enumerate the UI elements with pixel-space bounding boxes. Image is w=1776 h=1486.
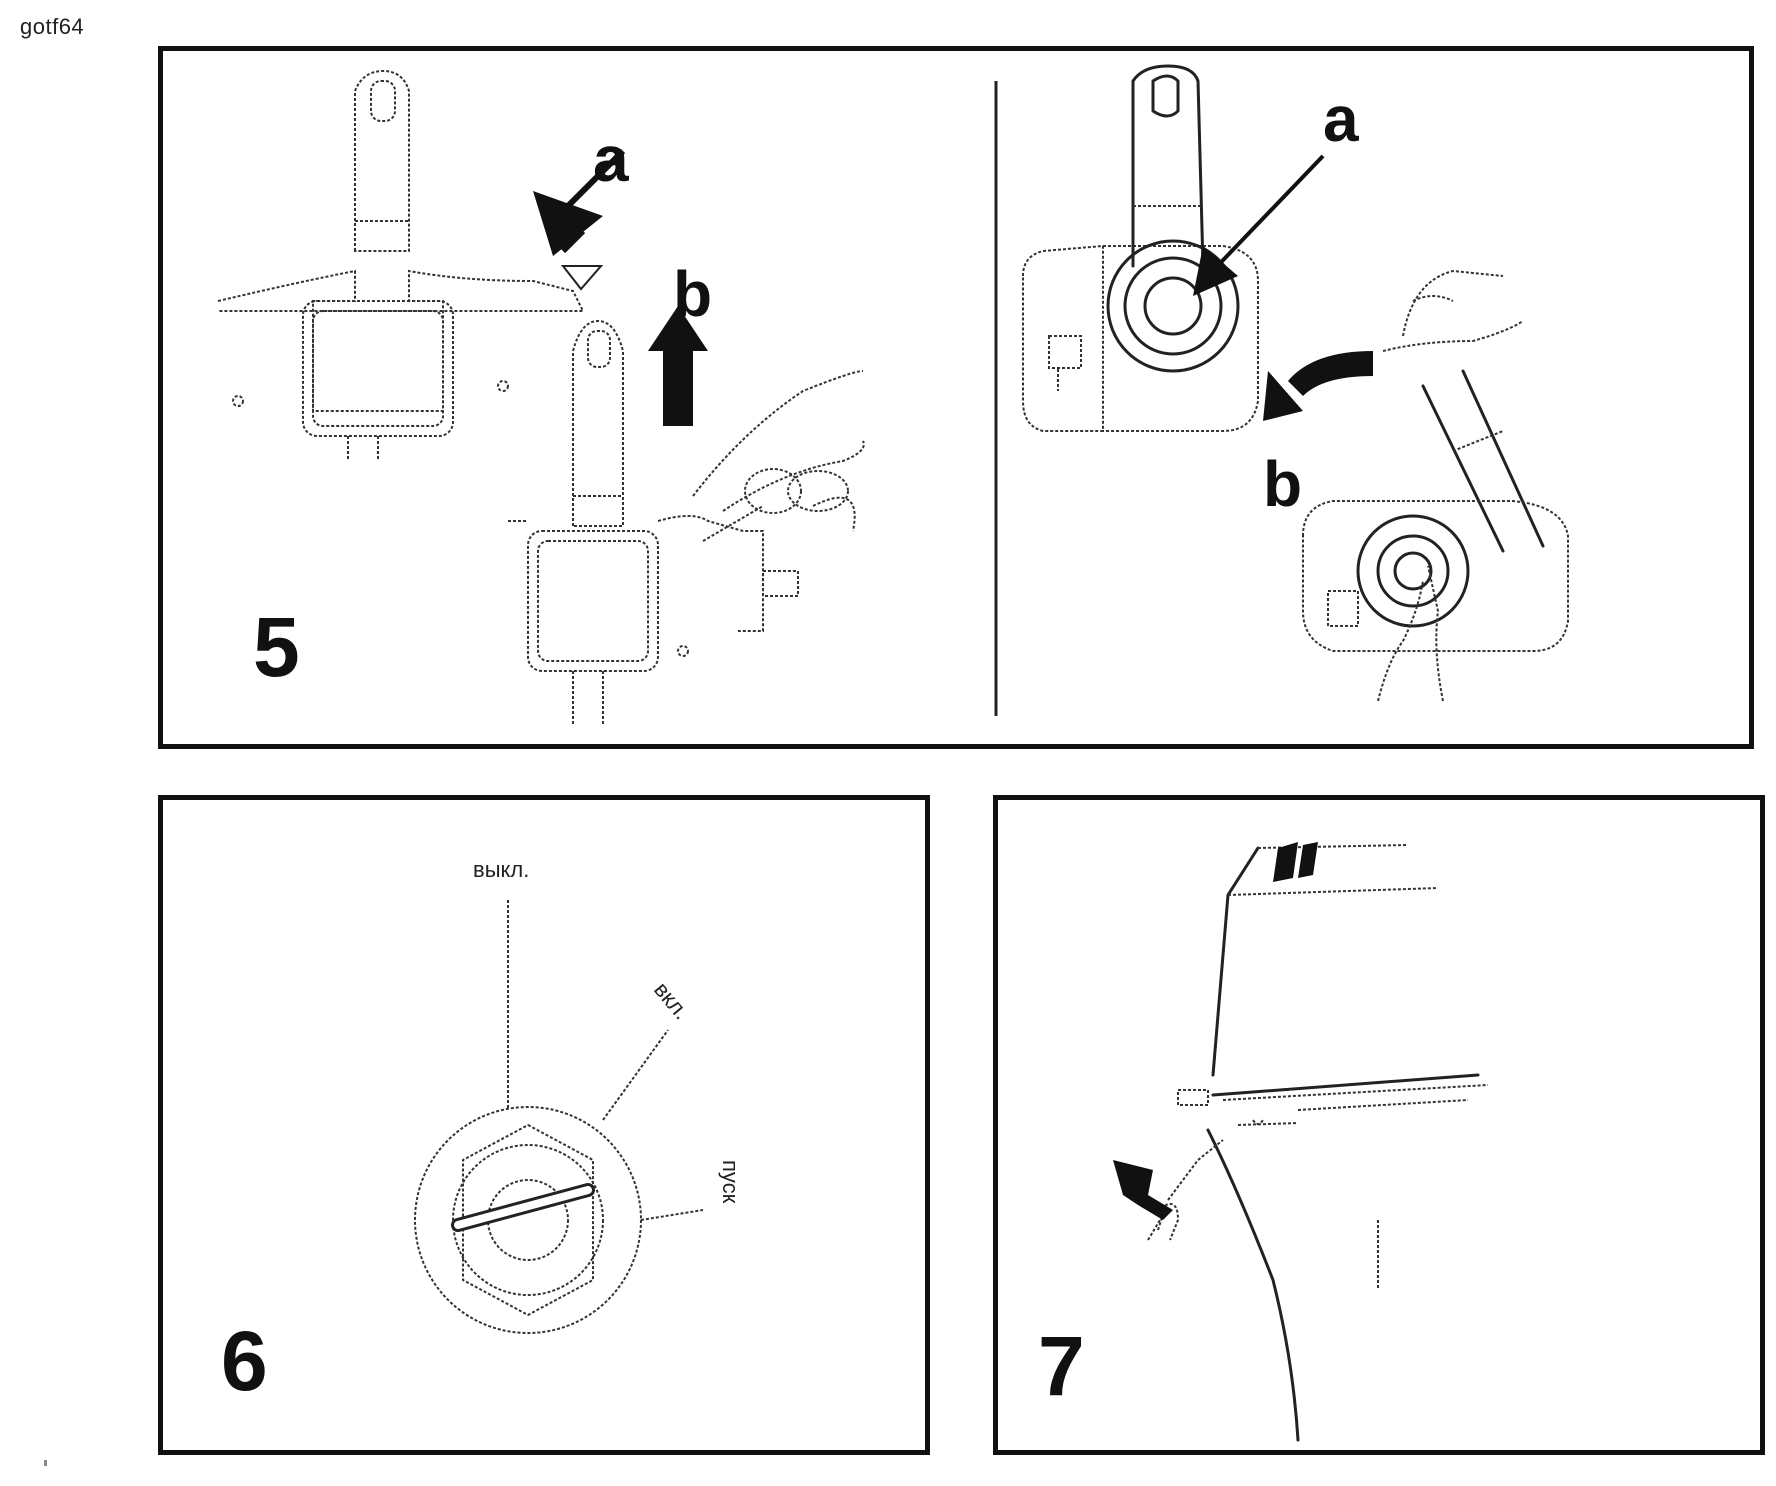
figure-5-panel: a b 5	[158, 46, 1754, 749]
leader-line	[602, 1029, 669, 1121]
ignition-switch-icon	[414, 1106, 642, 1334]
callout-b: b	[673, 258, 712, 330]
arrow-icon	[1113, 1160, 1173, 1220]
arrow-icon	[1263, 351, 1373, 421]
figure-6-illustration: выкл. вкл. пуск 6	[221, 857, 743, 1408]
switch-position-start: пуск	[718, 1160, 743, 1204]
arrow-icon	[533, 148, 626, 256]
hand-icon	[1377, 269, 1524, 702]
figure-number: 7	[1038, 1319, 1085, 1413]
switch-position-off: выкл.	[473, 857, 529, 882]
arrow-icon	[1193, 154, 1325, 296]
hand-icon	[692, 370, 865, 542]
scan-mark	[44, 1460, 47, 1466]
figure-5-illustration: a b 5	[217, 64, 1569, 726]
throttle-lever-icon	[1022, 64, 1259, 432]
figure-7-panel: 7	[993, 795, 1765, 1455]
callout-b: b	[1263, 448, 1302, 520]
throttle-lever-icon	[508, 319, 799, 726]
switch-position-on: вкл.	[649, 977, 694, 1024]
arrow-icon	[648, 306, 708, 426]
leader-line	[640, 1209, 704, 1221]
page-code: gotf64	[20, 14, 85, 39]
outboard-engine-icon	[1147, 842, 1489, 1442]
figure-number: 5	[253, 600, 300, 694]
figure-7-illustration: 7	[1038, 842, 1489, 1442]
callout-a: a	[593, 123, 629, 195]
throttle-lever-icon	[217, 69, 604, 461]
figure-number: 6	[221, 1314, 268, 1408]
figure-6-panel: выкл. вкл. пуск 6	[158, 795, 930, 1455]
callout-a: a	[1323, 83, 1359, 155]
throttle-lever-icon	[1302, 369, 1569, 652]
